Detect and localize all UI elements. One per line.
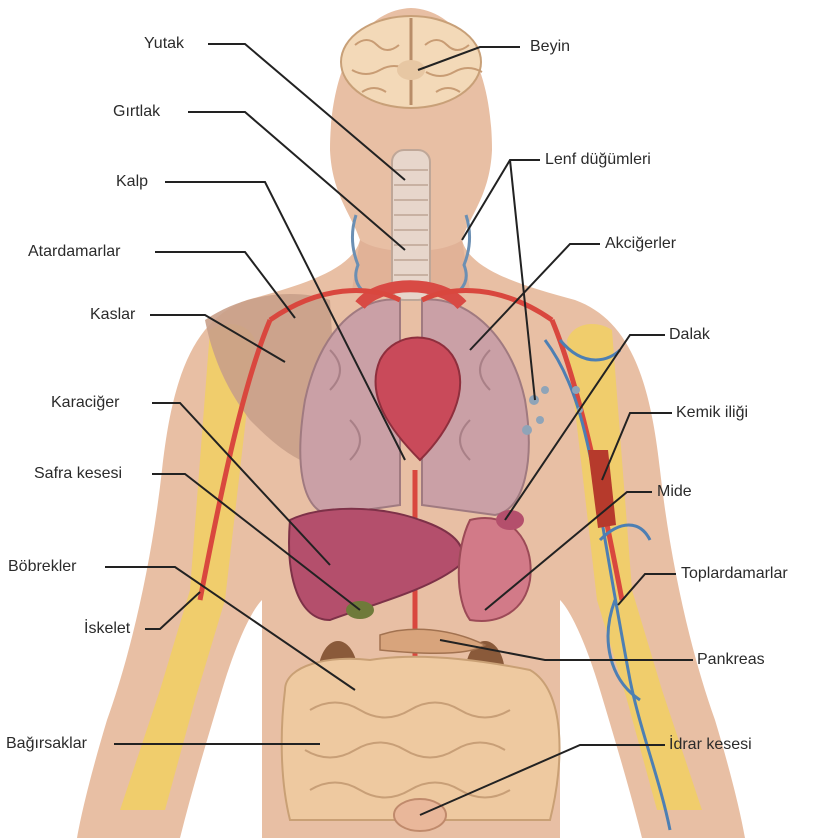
label-akcigerler: Akciğerler: [605, 235, 676, 253]
label-pankreas: Pankreas: [697, 651, 765, 669]
label-beyin: Beyin: [530, 38, 570, 56]
label-dalak: Dalak: [669, 326, 710, 344]
label-bagirsaklar: Bağırsaklar: [6, 735, 87, 753]
label-yutak: Yutak: [144, 35, 184, 53]
label-kemik: Kemik iliği: [676, 404, 748, 422]
label-kaslar: Kaslar: [90, 306, 135, 324]
label-idrar: İdrar kesesi: [669, 736, 752, 754]
label-toplardamarlar: Toplardamarlar: [681, 565, 788, 583]
label-girtlak: Gırtlak: [113, 103, 160, 121]
label-karaciger: Karaciğer: [51, 394, 119, 412]
label-bobrekler: Böbrekler: [8, 558, 76, 576]
label-iskelet: İskelet: [84, 620, 130, 638]
label-mide: Mide: [657, 483, 692, 501]
label-safra: Safra kesesi: [34, 465, 122, 483]
intestines: [282, 657, 560, 820]
label-atardamarlar: Atardamarlar: [28, 243, 120, 261]
brain: [341, 16, 482, 108]
label-lenf: Lenf düğümleri: [545, 151, 651, 169]
label-kalp: Kalp: [116, 173, 148, 191]
